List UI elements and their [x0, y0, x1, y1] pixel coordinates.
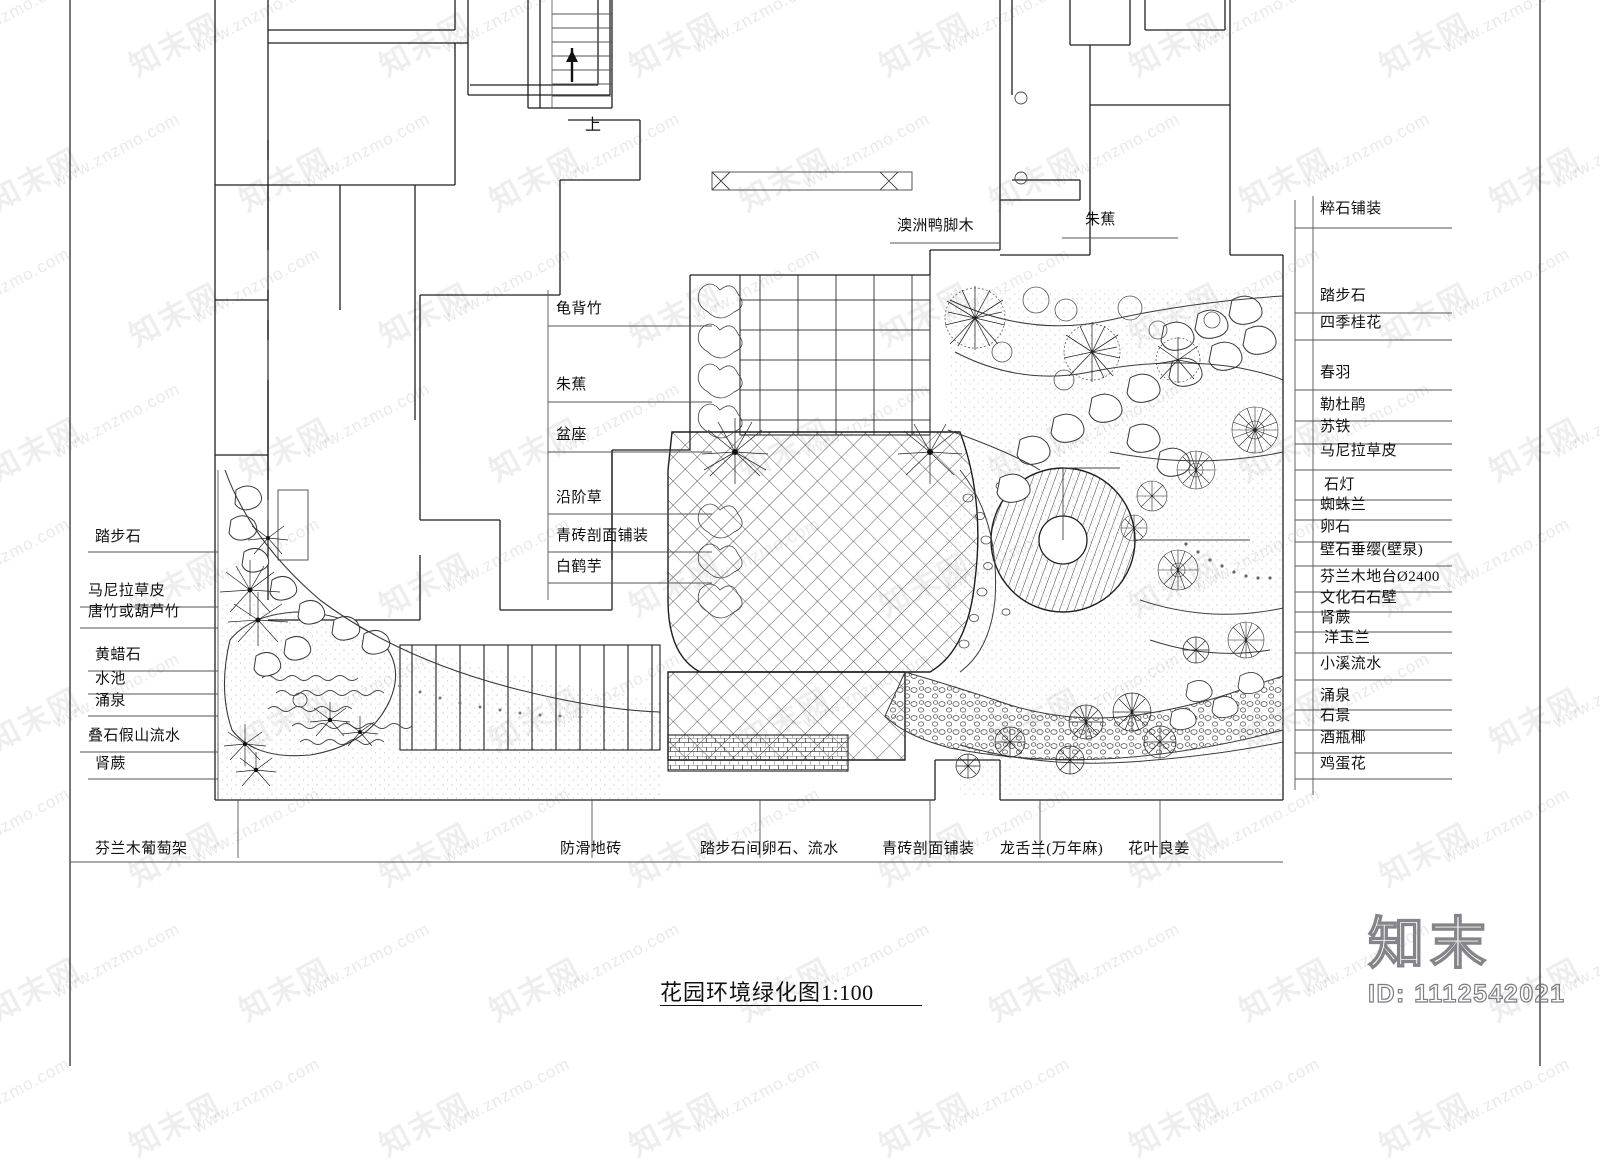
annotation-right-2: 踏步石 — [1320, 288, 1367, 304]
annotation-center-4: 沿阶草 — [556, 490, 603, 506]
annotation-left-5: 水池 — [95, 671, 126, 687]
annotation-right-1: 粹石铺装 — [1320, 201, 1382, 217]
watermark-brand: 知末网 — [874, 1087, 978, 1164]
annotation-right-3: 四季桂花 — [1320, 315, 1382, 331]
annotation-top-2: 朱蕉 — [1085, 212, 1116, 228]
annotation-left-7: 叠石假山流水 — [88, 728, 181, 744]
stair-direction-label: 上 — [585, 117, 602, 134]
annotation-right-8: 石灯 — [1324, 477, 1355, 493]
annotation-center-2: 朱蕉 — [556, 377, 587, 393]
annotation-right-19: 酒瓶椰 — [1320, 730, 1367, 746]
watermark-url: www.znzmo.com — [190, 1054, 324, 1137]
annotation-top-1: 澳洲鸭脚木 — [897, 218, 975, 234]
annotation-left-3: 唐竹或葫芦竹 — [88, 604, 181, 620]
watermark-url: www.znzmo.com — [1190, 1054, 1324, 1137]
annotation-center-1: 龟背竹 — [556, 301, 603, 317]
cad-linework — [69, 0, 1541, 1066]
watermark-brand: 知末网 — [1374, 1087, 1478, 1164]
annotation-right-7: 马尼拉草皮 — [1320, 443, 1398, 459]
annotation-left-1: 踏步石 — [95, 529, 142, 545]
watermark-brand: 知末网 — [374, 1087, 478, 1164]
annotation-left-2: 马尼拉草皮 — [88, 583, 166, 599]
annotation-right-14: 肾蕨 — [1320, 610, 1351, 626]
title-text: 花园环境绿化图 — [660, 980, 822, 1005]
annotation-center-5: 青砖剖面铺装 — [556, 528, 649, 544]
watermark-url: www.znzmo.com — [440, 1054, 574, 1137]
watermark-url: www.znzmo.com — [940, 1054, 1074, 1137]
annotation-right-18: 石景 — [1320, 708, 1351, 724]
annotation-left-8: 肾蕨 — [95, 756, 126, 772]
annotation-center-6: 白鹤芋 — [556, 559, 603, 575]
annotation-right-16: 小溪流水 — [1320, 656, 1382, 672]
annotation-right-10: 卵石 — [1320, 519, 1351, 535]
annotation-bottom-5: 龙舌兰(万年麻) — [1000, 841, 1104, 857]
annotation-right-12: 芬兰木地台Ø2400 — [1320, 569, 1440, 585]
annotation-bottom-3: 踏步石间卵石、流水 — [700, 841, 839, 857]
annotation-left-6: 涌泉 — [95, 693, 126, 709]
watermark-brand: 知末网 — [624, 1087, 728, 1164]
title-underline — [660, 1005, 922, 1006]
annotation-right-15: 洋玉兰 — [1324, 630, 1371, 646]
annotation-right-6: 苏铁 — [1320, 419, 1351, 435]
watermark-brand: 知末网 — [1124, 1087, 1228, 1164]
drawing-title: 花园环境绿化图 1:100 — [660, 975, 874, 1007]
annotation-right-4: 春羽 — [1320, 365, 1351, 381]
annotation-right-17: 涌泉 — [1320, 688, 1351, 704]
title-scale: 1:100 — [821, 980, 874, 1005]
annotation-bottom-6: 花叶良姜 — [1128, 841, 1190, 857]
watermark-brand: 知末网 — [124, 1087, 228, 1164]
annotation-left-4: 黄蜡石 — [95, 647, 142, 663]
annotation-right-9: 蜘蛛兰 — [1320, 497, 1367, 513]
annotation-right-11: 壁石垂缨(壁泉) — [1320, 542, 1424, 558]
annotation-bottom-4: 青砖剖面铺装 — [882, 841, 975, 857]
annotation-center-3: 盆座 — [556, 427, 587, 443]
annotation-right-5: 勒杜鹃 — [1320, 397, 1367, 413]
annotation-right-13: 文化石石壁 — [1320, 590, 1398, 606]
watermark-url: www.znzmo.com — [1440, 1054, 1574, 1137]
annotation-bottom-2: 防滑地砖 — [560, 841, 622, 857]
watermark-url: www.znzmo.com — [690, 1054, 824, 1137]
watermark-url: www.znzmo.com — [0, 1054, 74, 1137]
annotation-right-20: 鸡蛋花 — [1320, 756, 1367, 772]
annotation-bottom-1: 芬兰木葡萄架 — [95, 841, 188, 857]
